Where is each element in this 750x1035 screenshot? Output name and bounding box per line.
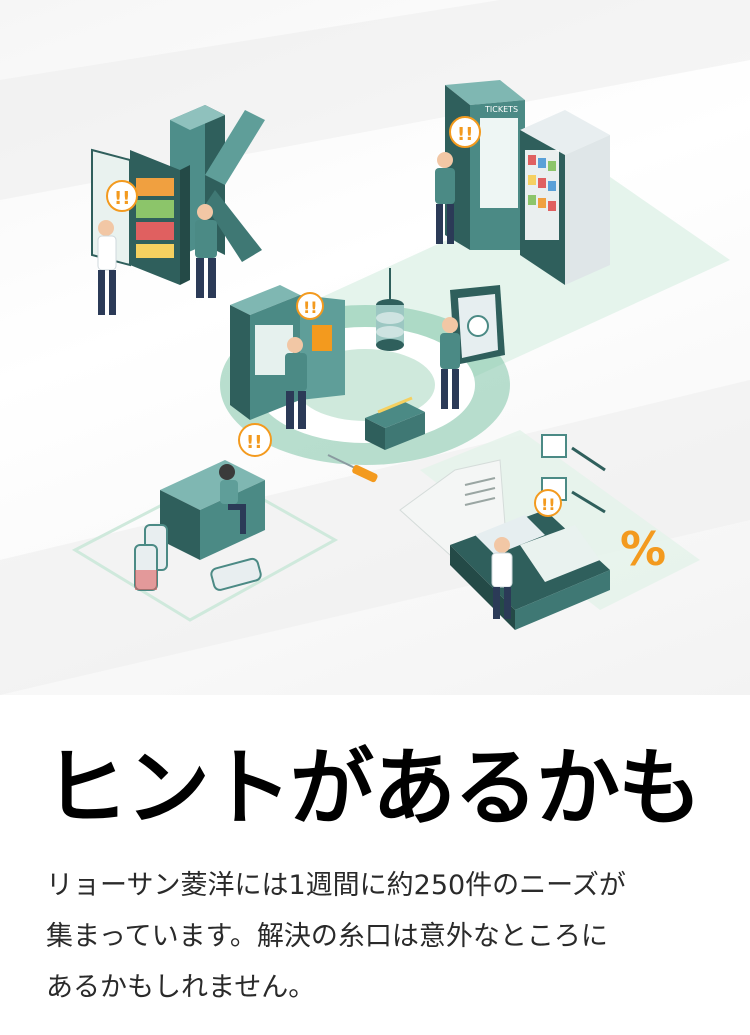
worker-figure xyxy=(285,337,307,429)
svg-text:!!: !! xyxy=(457,124,473,145)
battery-icon xyxy=(134,524,262,591)
body-line: あるかもしれません。 xyxy=(46,972,316,1003)
body-paragraph: リョーサン菱洋には1週間に約250件のニーズが 集まっています。解決の糸口は意外… xyxy=(46,860,626,1013)
alert-bubble-icon: !! xyxy=(534,489,562,517)
body-line: 集まっています。解決の糸口は意外なところに xyxy=(46,921,608,952)
worker-figure xyxy=(491,537,513,619)
alert-bubble-icon: !! xyxy=(449,116,481,148)
refrigerator-icon xyxy=(91,148,190,285)
desk-area xyxy=(71,460,339,622)
screwdriver-icon xyxy=(327,454,378,483)
body-line: リョーサン菱洋には1週間に約250件のニーズが xyxy=(46,870,626,901)
worker-figure xyxy=(195,204,217,298)
isometric-scene: TICKETS xyxy=(0,80,750,695)
worker-figure xyxy=(435,152,455,244)
alert-bubble-icon: !! xyxy=(106,180,138,212)
worker-figure xyxy=(97,220,117,315)
seated-person xyxy=(219,464,246,534)
headline: ヒントがあるかも xyxy=(44,739,702,837)
alert-bubble-icon: !! xyxy=(296,292,324,320)
vending-machine-icon xyxy=(520,110,610,285)
ticket-label: TICKETS xyxy=(484,105,518,114)
receipt-icon xyxy=(399,459,506,556)
svg-text:!!: !! xyxy=(541,495,556,514)
ticket-machine-icon: TICKETS xyxy=(445,80,525,250)
svg-text:!!: !! xyxy=(114,188,130,209)
alert-bubble-icon: !! xyxy=(238,423,272,457)
payment-terminal-icon xyxy=(450,510,610,630)
background-band xyxy=(0,380,750,695)
svg-text:!!: !! xyxy=(246,432,262,453)
worker-figure xyxy=(440,317,460,409)
toolbox-icon xyxy=(365,396,425,450)
svg-text:!!: !! xyxy=(303,298,318,317)
hero-illustration: TICKETS xyxy=(0,0,750,695)
percent-icon: % xyxy=(620,522,666,576)
wall-panel-icon xyxy=(450,285,505,365)
signal-tower-icon xyxy=(376,268,404,351)
